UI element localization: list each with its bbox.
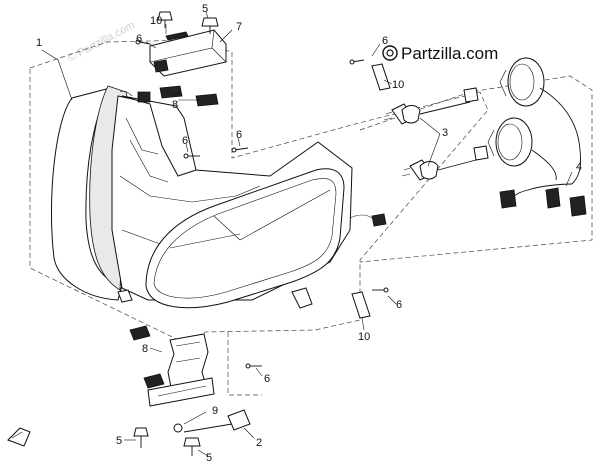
callout-3: 3 (442, 127, 448, 139)
clip-2 (183, 409, 251, 433)
watermark-text: © Partzilla.com (66, 19, 137, 64)
screw-6f (245, 363, 262, 369)
callout-8-b: 8 (142, 343, 148, 355)
dust-cap-lower (487, 117, 533, 167)
callout-6-e: 6 (396, 299, 402, 311)
screw-6d (349, 59, 365, 65)
lower-bracket (129, 325, 215, 407)
partzilla-logo-icon (382, 45, 398, 61)
callout-5-lower-left: 5 (116, 435, 122, 447)
clip-10-lower (351, 291, 371, 319)
callout-10-top: 10 (150, 15, 162, 27)
callout-6-d: 6 (382, 35, 388, 47)
frame-bulbs (359, 75, 593, 263)
callout-labels: 1 2 3 4 5 5 5 6 6 6 6 6 6 7 8 8 9 10 10 … (36, 3, 582, 464)
dust-cap-upper (499, 57, 545, 107)
callout-2: 2 (256, 437, 262, 449)
bolt-5-lower-right (183, 437, 201, 456)
clip-10-upper (371, 63, 391, 91)
front-direction-arrow-icon (7, 427, 31, 447)
screw-6e (372, 287, 389, 293)
callout-10-upper: 10 (392, 79, 404, 91)
headlight-housing (50, 85, 387, 309)
callout-6-a: 6 (136, 33, 142, 45)
screw-6c (231, 147, 249, 153)
upper-mount-bracket (149, 29, 227, 107)
callout-7: 7 (236, 21, 242, 33)
bulb-3-lower (401, 145, 489, 181)
callout-10-lower: 10 (358, 331, 370, 343)
bolt-5-lower-left (133, 427, 149, 448)
callout-6-f: 6 (264, 373, 270, 385)
callout-1: 1 (36, 37, 42, 49)
headlight-lens (145, 168, 345, 309)
callout-9: 9 (212, 405, 218, 417)
frame-lower (227, 332, 262, 396)
brand-name: Partzilla.com (401, 44, 498, 63)
screw-6b (183, 153, 200, 159)
wire-harness (499, 87, 587, 217)
callout-8-a: 8 (172, 99, 178, 111)
callout-4: 4 (576, 161, 582, 173)
bolt-5-top (201, 17, 219, 34)
bulb-3-upper (383, 87, 479, 125)
callout-6-c: 6 (236, 129, 242, 141)
washer-lower (173, 423, 183, 433)
brand-logo: Partzilla.com (382, 44, 498, 63)
callout-5-top: 5 (202, 3, 208, 15)
callout-5-lower-right: 5 (206, 452, 212, 462)
leader-lines (41, 11, 573, 457)
bolt-top-left (157, 11, 173, 28)
callout-6-b: 6 (182, 135, 188, 147)
